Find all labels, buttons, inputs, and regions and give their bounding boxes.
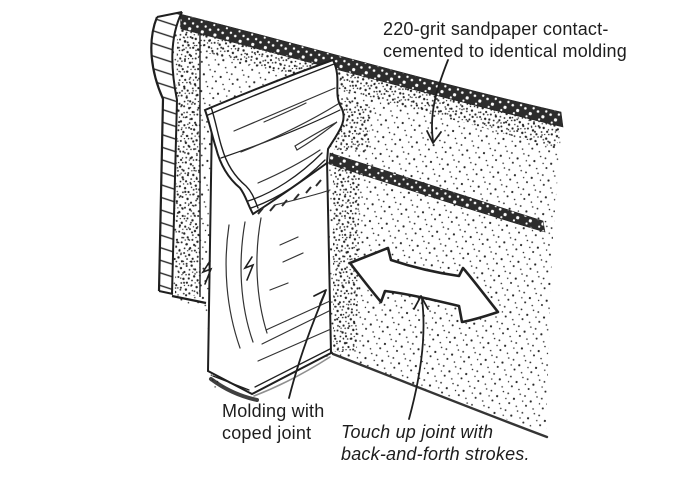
coped-molding-label-line2: coped joint (222, 423, 312, 443)
molding-shadow (209, 377, 259, 402)
touch-up-pointer-arrow (408, 295, 429, 420)
coped-molding-label: Molding with coped joint (222, 400, 324, 444)
wall-top-edge-band (179, 13, 564, 128)
sanding-direction-arrow (348, 246, 500, 324)
wood-grain-block (233, 87, 339, 184)
sandpaper-pointer-arrow (426, 59, 449, 144)
wall-lower-edge-band (328, 152, 546, 233)
touch-up-label-line2: back-and-forth strokes. (341, 444, 530, 464)
left-wall-edge (150, 11, 207, 305)
sanding-block-molding (203, 58, 345, 216)
touch-up-label-line1: Touch up joint with (341, 422, 494, 442)
touch-up-label: Touch up joint with back-and-forth strok… (341, 421, 530, 465)
wall-strip-bottom-edge (171, 294, 207, 305)
sandpaper-label-line1: 220-grit sandpaper contact- (383, 19, 609, 39)
molding-pointer-arrow (288, 289, 327, 399)
wall-base-line (331, 352, 549, 439)
wood-grain-vertical (225, 189, 332, 362)
coped-molding-label-line1: Molding with (222, 401, 325, 421)
sandpaper-label-line2: cemented to identical molding (383, 41, 627, 61)
base-shadow-lines (209, 352, 549, 439)
leader-arrows (288, 59, 449, 420)
sandpaper-label: 220-grit sandpaper contact- cemented to … (383, 18, 627, 62)
cope-seam-shading (257, 179, 322, 215)
break-mark (201, 256, 255, 285)
